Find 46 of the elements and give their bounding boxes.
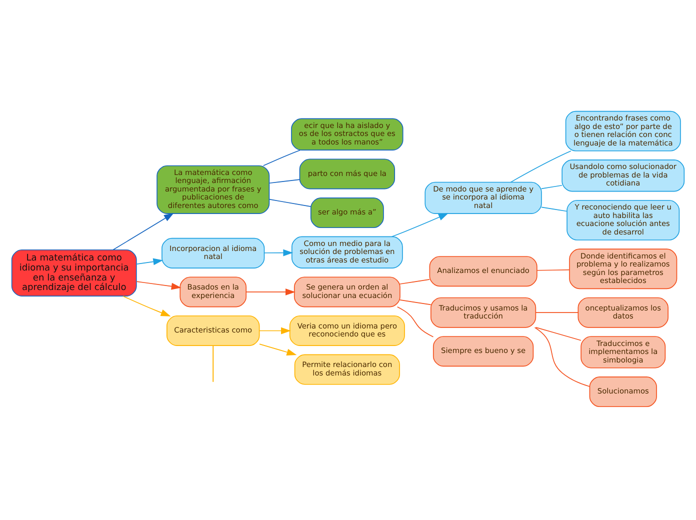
node-box: Usandolo como solucionador de problemas de la vida cotidiana	[562, 160, 685, 192]
node-box: De modo que se aprende y se incorpora al idioma natal	[424, 182, 542, 214]
arrow	[264, 249, 294, 256]
node-box: Encontrando frases como algo de esto” por parte de o tienen relación con conc lenguaje de la matemática	[565, 110, 681, 152]
node-box: ecir que la ha aislado y os de los ostractos que es a todos los manos”	[291, 118, 404, 150]
node-box: Traduccimos e implementamos la simbologia	[580, 336, 666, 368]
node-box: Siempre es bueno y se	[432, 336, 534, 367]
connector	[536, 327, 582, 341]
connector	[396, 306, 434, 338]
arrow	[259, 344, 297, 356]
node-box: Se genera un orden al solucionar una ecuación	[294, 276, 400, 308]
connector	[534, 327, 590, 387]
arrow	[112, 212, 174, 250]
connector	[541, 206, 568, 212]
node-box: parto con más que la	[299, 158, 396, 190]
node-box: Incorporacion al idioma natal	[162, 238, 265, 268]
node-box: onceptualizamos los datos	[578, 297, 668, 328]
connector	[400, 279, 430, 284]
arrow	[246, 288, 296, 296]
node-box: Como un medio para la solución de problemas en otras áreas de estudio	[291, 236, 403, 268]
node-box: Solucionamos	[589, 376, 657, 408]
arrow	[136, 281, 182, 290]
node-box: ser algo más a”	[310, 198, 384, 228]
node-box: La matemática como idioma y su importancia en la enseñanza y aprendizaje del cálculo	[11, 249, 137, 296]
arrow	[136, 258, 164, 266]
node-box: Permite relacionarlo con los demás idiomas	[294, 354, 400, 385]
node-box: Veria como un idioma pero reconociendo que es	[289, 315, 405, 346]
arrow	[122, 296, 171, 316]
node-box: Analizamos el enunciado	[429, 256, 538, 287]
connector	[541, 184, 562, 190]
connector	[263, 150, 301, 166]
connector	[510, 150, 572, 183]
node-box: Basados en la experiencia	[180, 276, 247, 308]
connector	[268, 179, 300, 184]
node-box: Caracteristicas como	[166, 315, 260, 346]
node-box: La matemática como lenguaje, afirmación argumentada por frases y publicaciones de diferentes autores como	[156, 165, 270, 214]
connector	[536, 312, 578, 313]
node-box: Donde identificamos el problema y lo realizamos según los parametros establecidos	[569, 248, 678, 290]
node-box: Traducimos y usamos la traducción	[430, 297, 536, 328]
connector	[536, 269, 570, 271]
connector	[212, 345, 214, 382]
connector	[400, 300, 432, 306]
connector	[268, 198, 312, 207]
node-box: Y reconociendo que leer u auto habilita las ecuacione solución antes de desarrol	[566, 200, 680, 240]
arrow	[392, 213, 448, 238]
arrow	[259, 327, 291, 334]
